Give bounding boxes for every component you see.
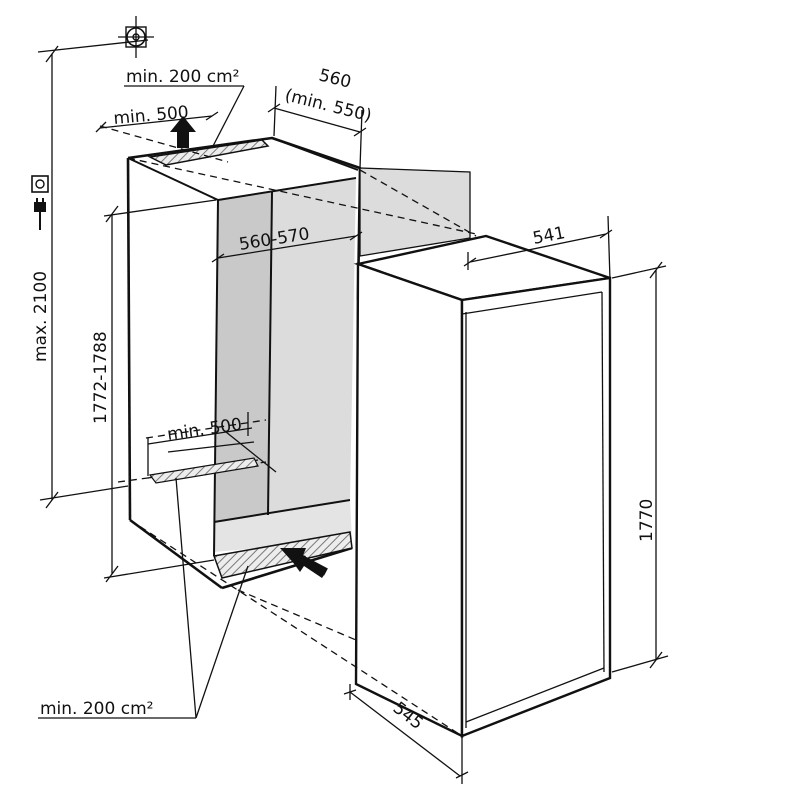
vent-top-area-label: min. 200 cm² <box>126 67 239 87</box>
niche-width-label: 560 <box>317 65 353 92</box>
niche-width-min-label: (min. 550) <box>283 85 374 126</box>
airflow-arrow-in-icon <box>280 548 328 578</box>
dimension-lines <box>37 39 669 784</box>
power-plug-icon <box>34 198 46 230</box>
appliance-depth-top-label: 541 <box>531 223 567 249</box>
niche-cabinet <box>126 136 471 590</box>
top-vent-grille <box>147 139 270 166</box>
max-height-label: max. 2100 <box>31 271 51 362</box>
leader-lines <box>38 85 255 719</box>
vent-bottom-area-label: min. 200 cm² <box>40 699 153 719</box>
floor-vent-slot <box>148 457 259 484</box>
appliance-height-label: 1770 <box>637 499 657 542</box>
position-marker-icon <box>118 16 154 58</box>
appliance-body <box>353 234 612 738</box>
airflow-arrow-up-icon <box>170 116 196 148</box>
power-socket-icon <box>31 175 49 193</box>
niche-height-label: 1772-1788 <box>91 331 111 424</box>
